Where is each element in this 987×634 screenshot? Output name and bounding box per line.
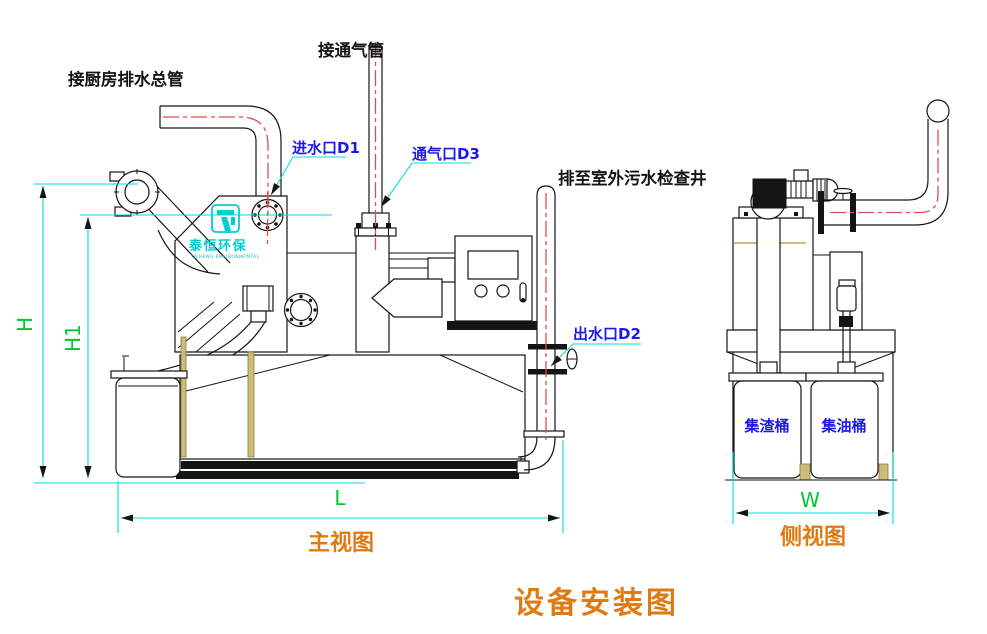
dimensions [34, 156, 894, 533]
dim-text-L: L [334, 486, 346, 510]
scraper-motor [109, 169, 231, 275]
leader-inlet [270, 156, 346, 196]
panel-display [467, 250, 519, 280]
label-vent-port: 通气口D3 [412, 145, 480, 163]
labels: 接厨房排水总管 接通气管 排至室外污水检查井 进水口D1 通气口D3 出水口D2… [13, 40, 867, 621]
side-conveyor-channel [756, 212, 781, 374]
side-view [725, 99, 950, 481]
label-kitchen-main: 接厨房排水总管 [68, 69, 184, 89]
label-oil-bucket: 集油桶 [820, 417, 866, 435]
label-vent-connect: 接通气管 [318, 40, 384, 60]
sludge-pump [149, 285, 319, 382]
dim-text-W: W [800, 488, 820, 512]
dim-text-H1: H1 [61, 324, 85, 352]
label-slag-bucket: 集渣桶 [743, 417, 789, 435]
dim-text-H: H [13, 317, 37, 332]
leader-vent [380, 162, 471, 208]
slag-bucket [728, 361, 807, 479]
side-body [726, 329, 896, 353]
logo-text: 泰恒环保 [188, 238, 247, 254]
kitchen-inlet-pipe [159, 105, 282, 198]
label-discharge: 排至室外污水检查井 [558, 168, 707, 188]
front-view-caption: 主视图 [308, 530, 374, 556]
panel-button[interactable] [496, 284, 510, 298]
pipe-valve [833, 187, 853, 195]
pipe-centerlines [163, 42, 939, 440]
transfer-arrow [371, 278, 443, 318]
side-view-caption: 侧视图 [780, 524, 846, 550]
logo: 泰恒环保 TAIHENG ENVIRONMENTAL [188, 204, 260, 260]
leader-outlet [550, 343, 641, 367]
outlet-standpipe [517, 185, 578, 471]
label-outlet-port: 出水口D2 [573, 325, 641, 343]
lower-tank-body [179, 336, 526, 460]
side-pump [836, 279, 857, 362]
panel-button[interactable] [474, 284, 488, 298]
oil-bucket [805, 361, 884, 479]
front-view: 泰恒环保 TAIHENG ENVIRONMENTAL [109, 45, 578, 479]
logo-subtext: TAIHENG ENVIRONMENTAL [190, 254, 260, 260]
control-panel [447, 235, 537, 330]
collection-bucket-front [110, 355, 188, 478]
side-discharge-pipe [818, 99, 950, 234]
drawing-title: 设备安装图 [514, 586, 679, 621]
label-inlet-port: 进水口D1 [292, 139, 360, 157]
